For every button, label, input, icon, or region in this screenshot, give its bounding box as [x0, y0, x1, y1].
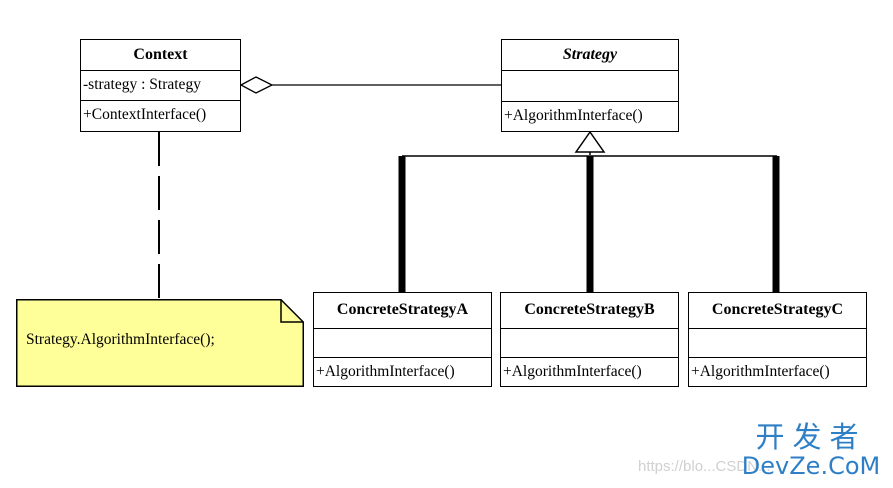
concrete-strategy-b-attributes: [501, 329, 678, 358]
note-folded-corner: [280, 299, 304, 323]
watermark-logo-text: 开发者: [755, 420, 867, 454]
concrete-strategy-b-name: ConcreteStrategyB: [501, 293, 678, 329]
note: Strategy.AlgorithmInterface();: [16, 299, 304, 387]
aggregation-diamond: [239, 76, 274, 94]
context-class-name: Context: [81, 40, 240, 71]
concrete-strategy-a-attributes: [314, 329, 491, 358]
watermark-url: https://blo...CSDN...: [638, 458, 771, 475]
strategy-class-name: Strategy: [502, 40, 678, 71]
concrete-strategy-a-operation: +AlgorithmInterface(): [316, 363, 455, 380]
context-operation: +ContextInterface(): [83, 106, 207, 123]
strategy-operation: +AlgorithmInterface(): [504, 107, 643, 124]
concrete-strategy-b-operation: +AlgorithmInterface(): [503, 363, 642, 380]
concrete-strategy-a-class: ConcreteStrategyA +AlgorithmInterface(): [313, 292, 492, 387]
context-class: Context -strategy : Strategy +ContextInt…: [80, 39, 241, 132]
concrete-strategy-a-name: ConcreteStrategyA: [314, 293, 491, 329]
concrete-strategy-c-class: ConcreteStrategyC +AlgorithmInterface(): [688, 292, 867, 387]
context-attribute: -strategy : Strategy: [81, 71, 240, 101]
concrete-strategy-b-class: ConcreteStrategyB +AlgorithmInterface(): [500, 292, 679, 387]
concrete-strategy-c-attributes: [689, 329, 866, 358]
concrete-strategy-c-name: ConcreteStrategyC: [689, 293, 866, 329]
strategy-class: Strategy +AlgorithmInterface(): [501, 39, 679, 132]
note-shape: [16, 299, 304, 387]
inheritance-arrowhead: [574, 130, 606, 153]
concrete-strategy-c-operation: +AlgorithmInterface(): [691, 363, 830, 380]
strategy-attributes-section: [502, 71, 678, 102]
note-text: Strategy.AlgorithmInterface();: [26, 331, 215, 348]
watermark-logo-domain: DevZe.CoM: [741, 452, 881, 480]
